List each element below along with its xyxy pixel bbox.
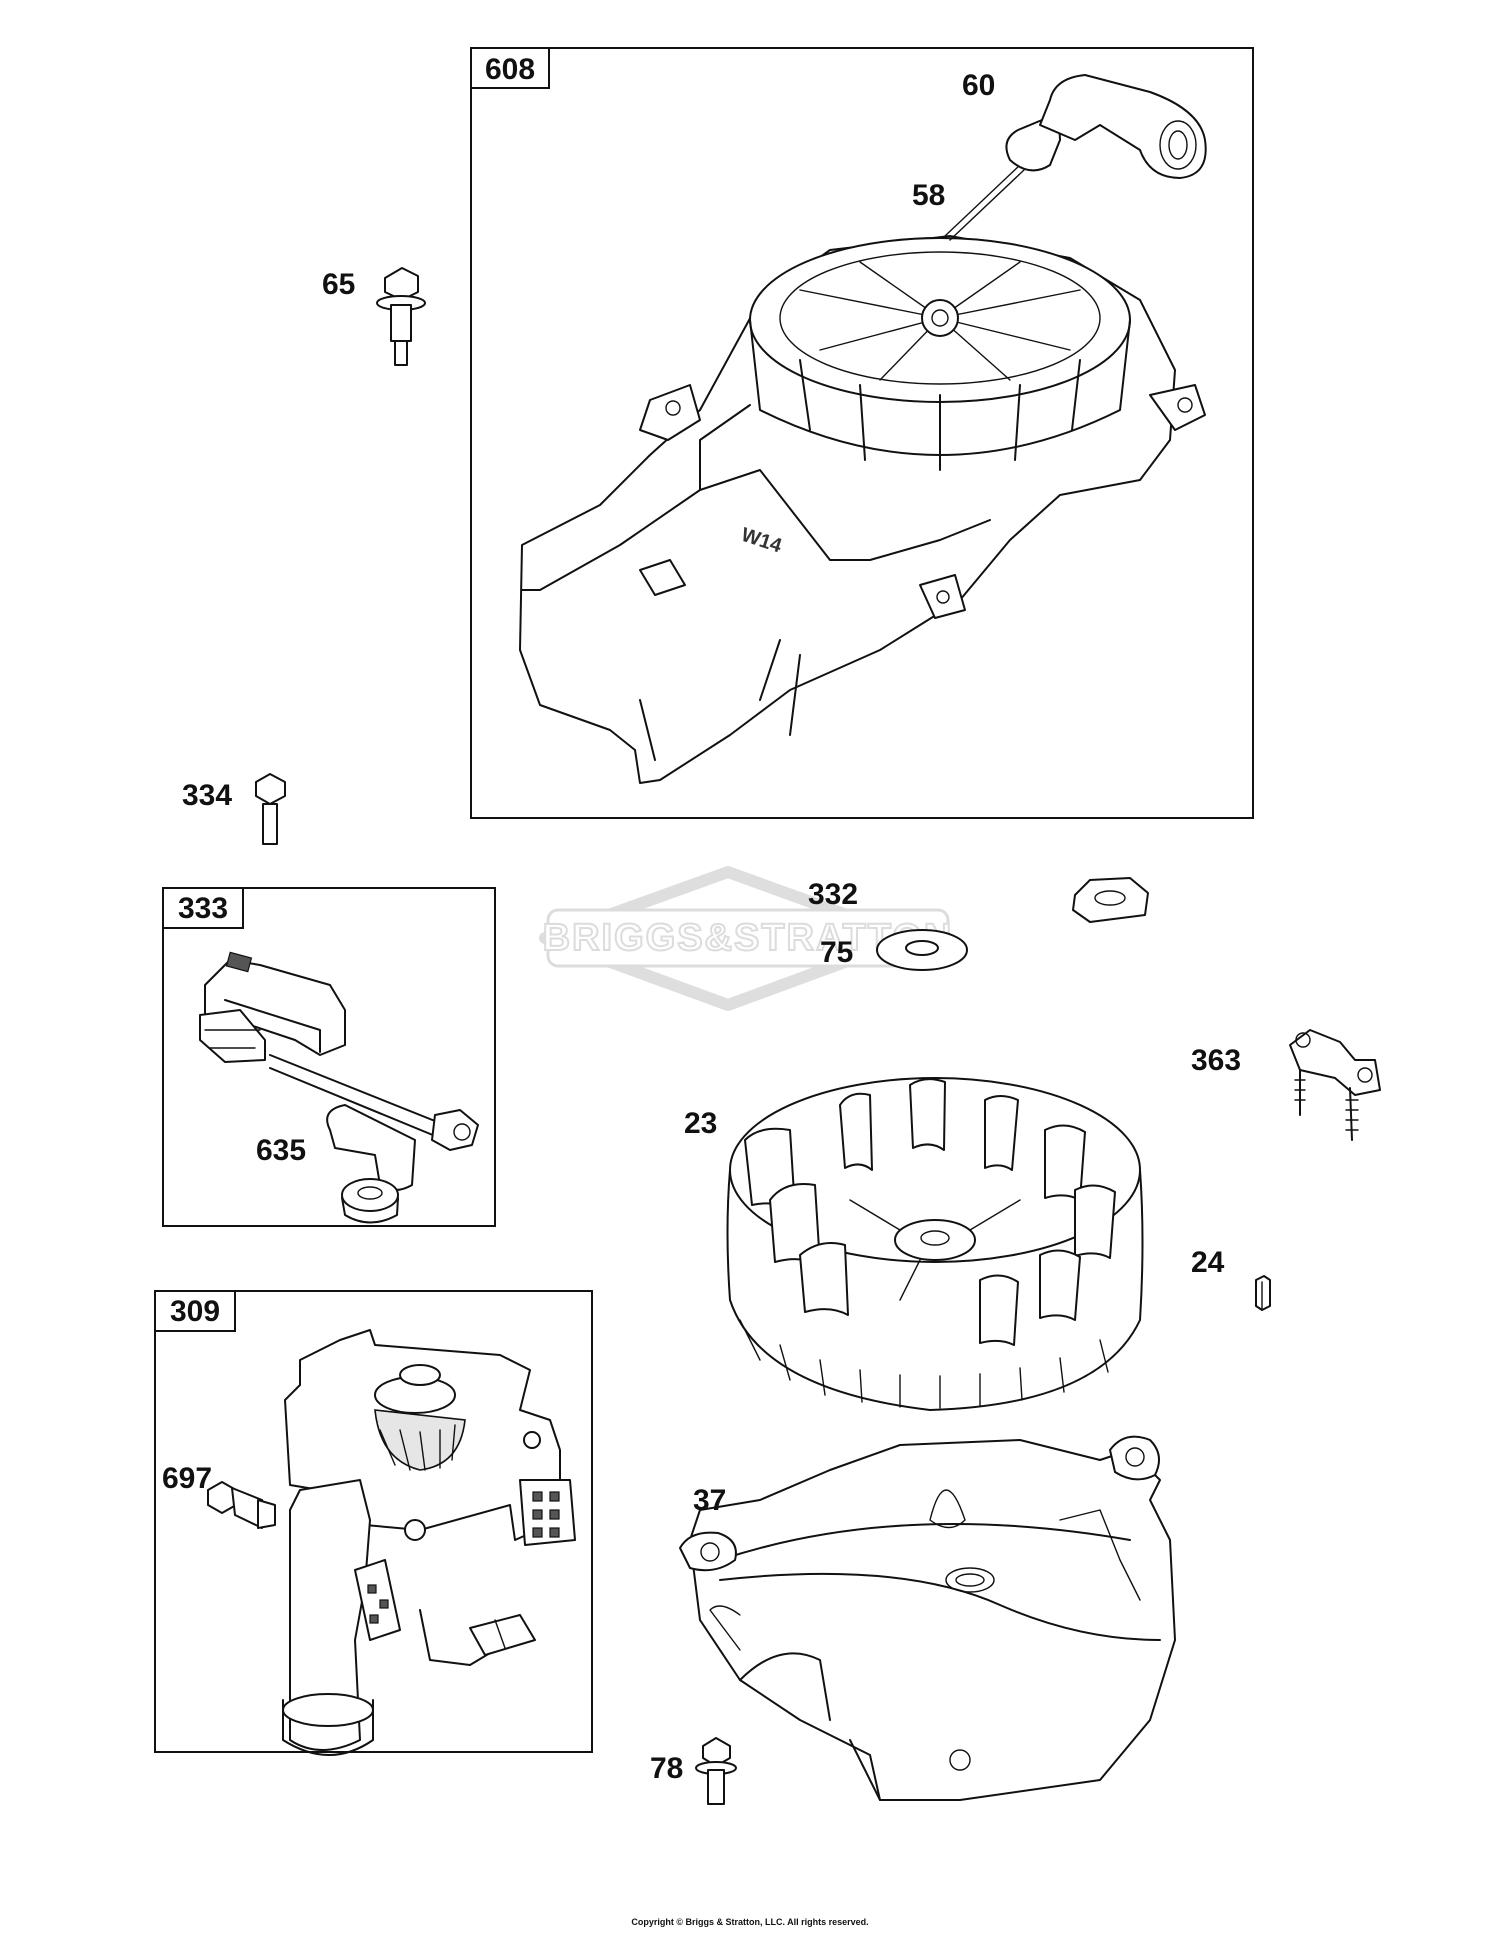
group-label-608: 608 [485,53,535,86]
hex-bolt-334 [255,773,286,845]
callout-78: 78 [650,1752,683,1785]
callout-332: 332 [808,878,858,911]
recoil-starter-housing: W14 [519,235,1206,784]
callout-635: 635 [256,1134,306,1167]
hex-nut-332 [1072,877,1149,923]
callout-75: 75 [820,936,853,969]
callout-23: 23 [684,1107,717,1140]
group-box-309: 309 [154,1290,593,1753]
flywheel [726,1077,1144,1411]
callout-37: 37 [693,1484,726,1517]
flange-bolt-697 [207,1481,276,1529]
starter-motor [282,1329,576,1756]
callout-363: 363 [1191,1044,1241,1077]
flywheel-key-24 [1255,1275,1271,1311]
spark-plug-boot-635 [326,1104,416,1224]
group-label-333: 333 [178,892,228,925]
flange-bolt-78 [695,1737,737,1805]
callout-60: 60 [962,69,995,102]
callout-697: 697 [162,1462,212,1495]
washer-75 [876,929,968,971]
ignition-armature [199,951,479,1151]
copyright-notice: Copyright © Briggs & Stratton, LLC. All … [631,1917,869,1927]
group-box-608: 608 [470,47,1254,819]
callout-58: 58 [912,179,945,212]
group-label-309: 309 [170,1295,220,1328]
starter-handle [1005,74,1207,179]
callout-24: 24 [1191,1246,1225,1279]
callout-334: 334 [182,779,232,812]
group-box-333: 333 [162,887,496,1227]
flange-bolt-65 [376,267,426,366]
mounting-bracket-363 [1289,1029,1381,1141]
blower-housing-base [679,1435,1176,1801]
callout-65: 65 [322,268,355,301]
starter-rope [944,164,1025,241]
